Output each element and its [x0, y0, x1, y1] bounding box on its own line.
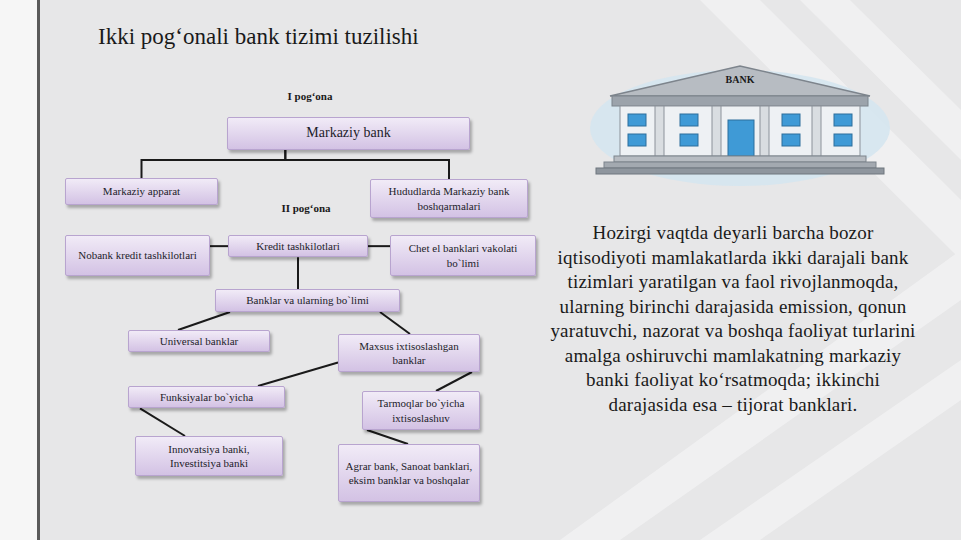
node-text: Maxsus ixtisoslashgan banklar [345, 339, 473, 368]
connector-line [297, 257, 299, 289]
process-box: Markaziy apparat [65, 178, 218, 205]
node-text: Kredit tashkilotlari [256, 239, 339, 253]
connector-line [178, 312, 230, 330]
central-bank-box: Markaziy bank [227, 117, 470, 150]
node-text: Innovatsiya banki, Investitsiya banki [142, 442, 276, 471]
node-text: Tarmoqlar bo`yicha ixtisoslashuv [369, 396, 473, 425]
description-text: Hozirgi vaqtda deyarli barcha bozor iqti… [546, 221, 920, 417]
bank-sign: BANK [700, 74, 780, 86]
process-box: Agrar bank, Sanoat banklari, eksim bankl… [338, 444, 480, 502]
node-text: Markaziy bank [306, 124, 390, 142]
tier-label: I pog‘ona [250, 90, 370, 103]
connector-line [140, 408, 185, 436]
process-box: Kredit tashkilotlari [228, 235, 368, 257]
connector-line [368, 245, 390, 247]
process-box: Nobank kredit tashkilotlari [65, 235, 210, 276]
node-text: Markaziy apparat [103, 184, 180, 198]
connector-line [258, 363, 338, 387]
node-text: Universal banklar [160, 334, 239, 348]
process-box: Funksiyalar bo`yicha [128, 386, 285, 408]
connector-line [285, 150, 449, 179]
bank-illustration [590, 66, 890, 186]
slide-title: Ikki pog‘onali bank tizimi tuzilishi [98, 24, 419, 50]
connector-line [436, 372, 472, 391]
node-text: Funksiyalar bo`yicha [160, 390, 253, 404]
connector-line [380, 312, 410, 334]
process-box: Tarmoqlar bo`yicha ixtisoslashuv [362, 391, 480, 430]
node-text: Agrar bank, Sanoat banklari, eksim bankl… [345, 459, 473, 488]
process-box: Innovatsiya banki, Investitsiya banki [135, 436, 283, 476]
process-box: Chet el banklari vakolati bo`limi [390, 235, 536, 276]
process-box: Maxsus ixtisoslashgan banklar [338, 334, 480, 372]
node-text: Chet el banklari vakolati bo`limi [397, 241, 529, 270]
connector-line [210, 245, 228, 247]
process-box: Hududlarda Markaziy bank boshqarmalari [370, 179, 528, 218]
process-box: Universal banklar [128, 330, 270, 352]
tier-label: II pog‘ona [246, 202, 366, 215]
node-text: Banklar va ularning bo`limi [246, 293, 369, 307]
process-box: Banklar va ularning bo`limi [215, 289, 400, 312]
connector-line [367, 430, 408, 444]
node-text: Nobank kredit tashkilotlari [78, 248, 197, 262]
node-text: Hududlarda Markaziy bank boshqarmalari [377, 184, 521, 213]
connector-line [142, 150, 286, 178]
